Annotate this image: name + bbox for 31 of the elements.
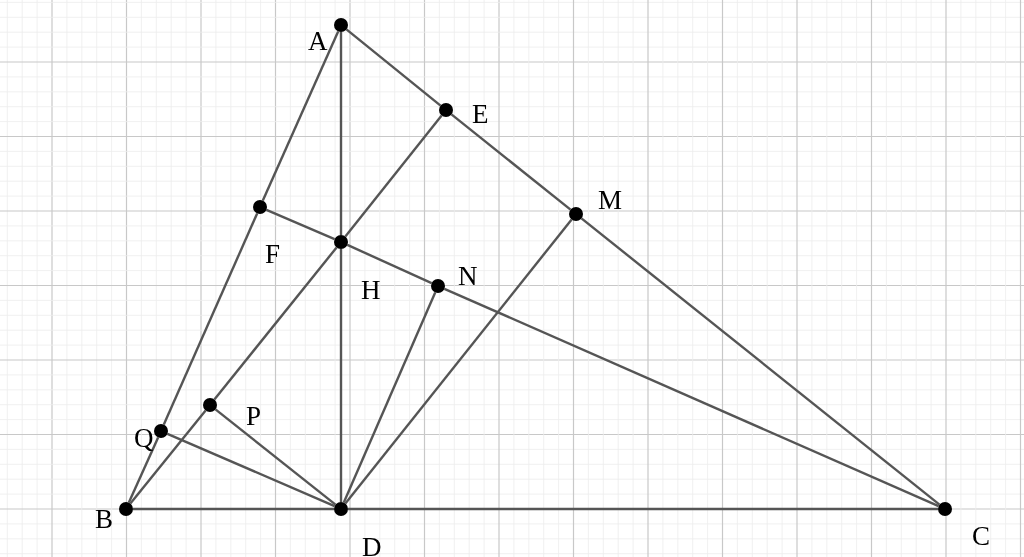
point-label: E (472, 100, 489, 128)
line-segment (339, 32, 343, 235)
line-segment (162, 212, 259, 426)
point-label: H (361, 276, 381, 304)
line-segment (348, 507, 938, 511)
line-segment (580, 217, 941, 506)
line-segment (450, 113, 572, 211)
line-segment (265, 208, 336, 241)
point-label: Q (134, 424, 154, 452)
line-segment (344, 218, 573, 505)
line-segment (261, 30, 340, 202)
point-label: A (308, 27, 328, 55)
point-label: B (95, 505, 113, 533)
line-segment (345, 28, 442, 107)
line-segment (443, 287, 940, 508)
line-segment (214, 408, 337, 506)
point-label: M (598, 186, 622, 214)
line-segment (127, 436, 160, 504)
line-segment (346, 243, 433, 285)
line-segment (129, 409, 207, 505)
line-segment (166, 432, 336, 508)
line-segment (344, 114, 443, 238)
point-label: F (265, 240, 281, 268)
line-segment (342, 291, 437, 504)
point-label: D (362, 533, 382, 557)
line-segment (339, 249, 343, 502)
point-label: P (246, 402, 262, 430)
line-segment (213, 246, 338, 401)
point-label: N (458, 262, 478, 290)
line-segment (133, 507, 334, 511)
point-label: C (972, 522, 990, 550)
